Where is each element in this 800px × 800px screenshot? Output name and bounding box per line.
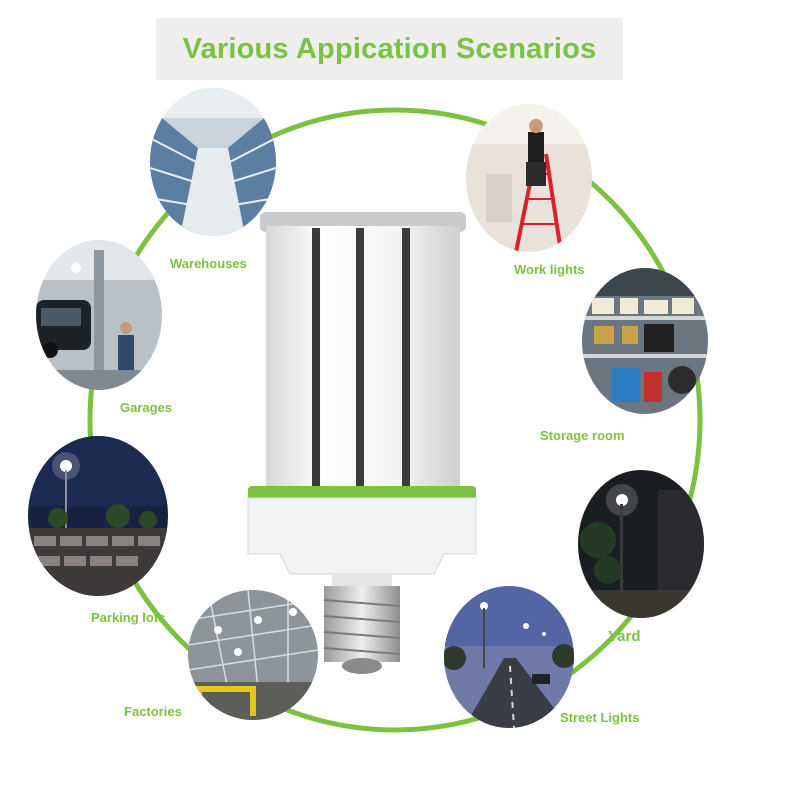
work-lights-photo xyxy=(466,104,592,252)
title-banner: Various Appication Scenarios xyxy=(156,18,623,80)
label-yard: Yard xyxy=(608,628,641,645)
led-corn-bulb xyxy=(247,212,477,674)
parking-lots-photo xyxy=(28,436,168,596)
label-garages: Garages xyxy=(120,400,173,415)
storage-room-photo xyxy=(582,268,708,414)
label-warehouses: Warehouses xyxy=(170,256,247,271)
page-title: Various Appication Scenarios xyxy=(182,32,597,65)
factories-photo xyxy=(188,590,318,720)
garages-photo xyxy=(36,240,162,390)
label-work-lights: Work lights xyxy=(514,262,585,277)
label-street-lights: Street Lights xyxy=(560,710,640,725)
label-storage-room: Storage room xyxy=(540,428,625,443)
label-factories: Factories xyxy=(124,704,182,719)
yard-photo xyxy=(578,470,704,618)
label-parking-lots: Parking lots xyxy=(91,610,166,625)
